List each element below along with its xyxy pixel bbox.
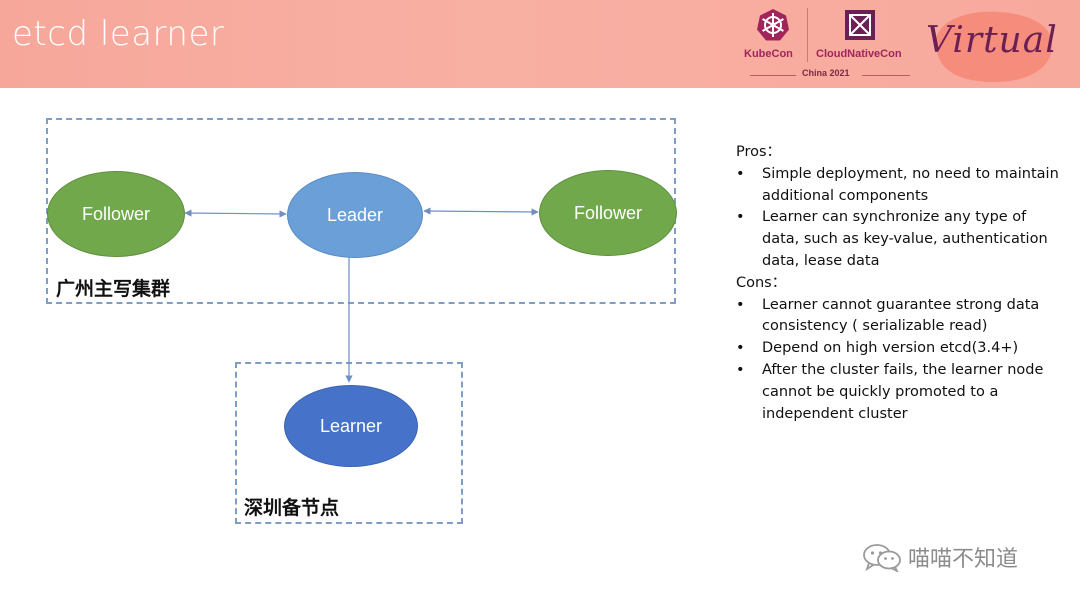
- cluster-diagram: Follower Leader Follower Learner 广州主写集群 …: [0, 88, 720, 605]
- pros-item: Learner can synchronize any type of data…: [736, 207, 1066, 272]
- kubernetes-helm-icon: [757, 9, 789, 41]
- logo-divider: [807, 8, 808, 62]
- slide-header: etcd learner KubeCon CloudNativeCon Chin…: [0, 0, 1080, 88]
- cloudnativecon-icon: [845, 10, 875, 40]
- arrow-leader-follower-left: [184, 209, 287, 218]
- watermark-text: 喵喵不知道: [908, 547, 1019, 572]
- pros-item: Simple deployment, no need to maintain a…: [736, 164, 1066, 208]
- kubecon-label: KubeCon: [744, 48, 793, 60]
- wechat-icon: [863, 544, 901, 572]
- cons-item: Depend on high version etcd(3.4+): [736, 338, 1066, 360]
- edition-line-right: [862, 75, 910, 76]
- cloudnativecon-label: CloudNativeCon: [816, 48, 902, 60]
- follower-left-label: Follower: [81, 203, 151, 224]
- edition-label: China 2021: [802, 68, 850, 78]
- learner-label: Learner: [319, 415, 383, 436]
- primary-cluster-label: 广州主写集群: [56, 278, 171, 300]
- virtual-label: Virtual: [926, 20, 1058, 61]
- follower-node-right: Follower: [539, 170, 677, 256]
- event-edition: China 2021: [750, 68, 910, 82]
- pros-heading: Pros：: [736, 144, 782, 160]
- slide-title: etcd learner: [12, 14, 225, 54]
- virtual-badge-shape: [935, 11, 1053, 82]
- cons-item: After the cluster fails, the learner nod…: [736, 360, 1066, 425]
- leader-node: Leader: [287, 172, 423, 258]
- backup-node-label: 深圳备节点: [244, 497, 340, 519]
- watermark: 喵喵不知道: [862, 538, 1018, 576]
- replication-arrows: [184, 207, 539, 383]
- arrow-leader-follower-right: [423, 207, 539, 216]
- pros-list: Simple deployment, no need to maintain a…: [736, 164, 1066, 273]
- cons-heading: Cons：: [736, 274, 787, 291]
- edition-line-left: [750, 75, 796, 76]
- cons-item: Learner cannot guarantee strong data con…: [736, 295, 1066, 339]
- leader-label: Leader: [326, 204, 384, 225]
- learner-node: Learner: [284, 385, 418, 467]
- follower-right-label: Follower: [573, 202, 643, 223]
- cons-list: Learner cannot guarantee strong data con…: [736, 295, 1066, 426]
- follower-node-left: Follower: [47, 171, 185, 257]
- pros-cons-notes: Pros： Simple deployment, no need to main…: [736, 142, 1066, 425]
- event-logo: KubeCon CloudNativeCon China 2021 Virtua…: [740, 6, 1080, 86]
